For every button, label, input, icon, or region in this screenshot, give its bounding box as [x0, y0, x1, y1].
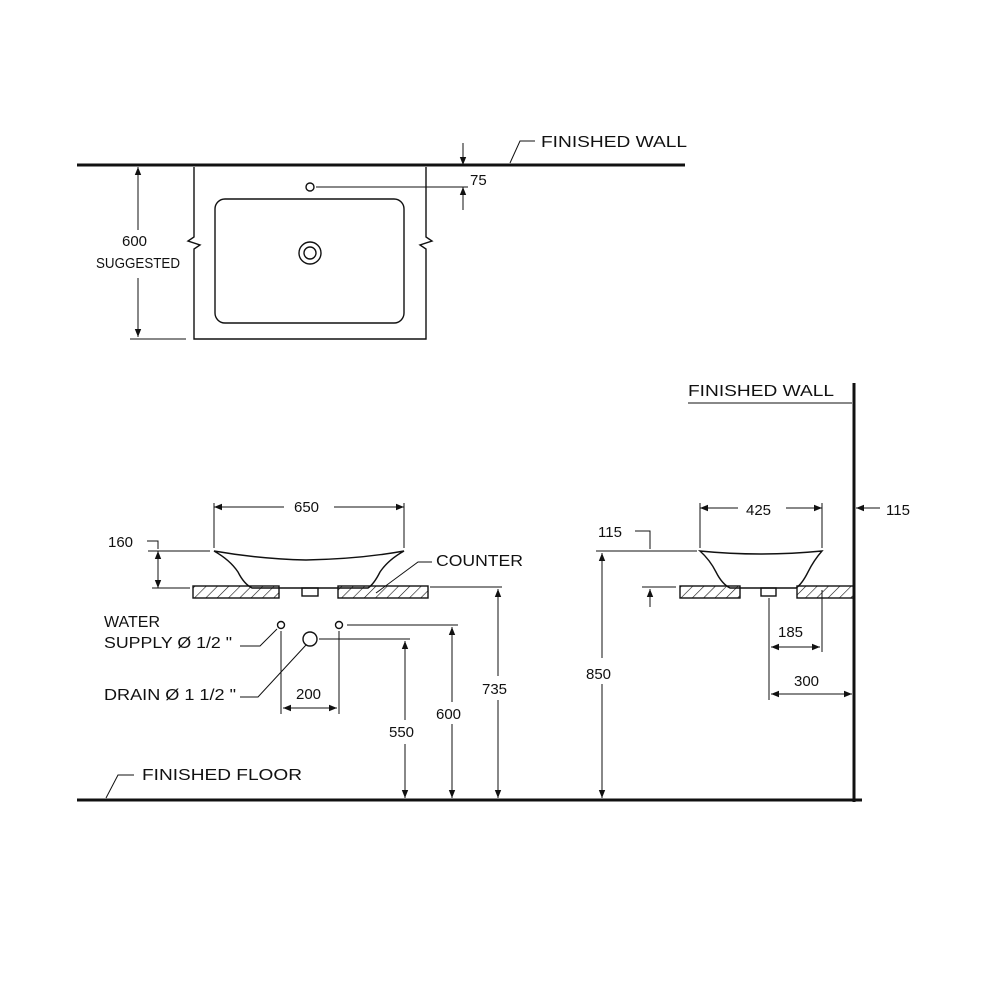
side-rim-height-value: 115 — [598, 524, 622, 541]
front-drain-height-value: 550 — [389, 724, 414, 741]
side-basin-profile — [697, 550, 824, 589]
plan-depth-value: 600 — [122, 233, 147, 250]
plan-view: FINISHED WALL 75 600 SUGGESTED — [77, 134, 687, 340]
plan-tap-hole — [305, 182, 315, 192]
front-supply-spacing-value: 200 — [296, 686, 321, 703]
front-water-supply-label-line2: SUPPLY Ø 1/2 " — [104, 635, 232, 652]
front-drain-label: DRAIN Ø 1 1/2 " — [104, 687, 236, 704]
front-drain-hole — [302, 631, 318, 647]
front-drain-outlet — [301, 587, 319, 597]
side-counter-right — [796, 585, 855, 599]
side-wall-gap-value: 115 — [886, 502, 910, 519]
front-supply-hole-right — [334, 620, 344, 630]
front-basin-profile — [213, 550, 405, 589]
front-water-supply-label-line1: WATER — [104, 614, 160, 631]
plan-drain — [298, 241, 322, 265]
front-water-supply-leader — [240, 628, 278, 647]
plan-drain-inner — [303, 246, 317, 260]
side-depth-value: 425 — [746, 502, 771, 519]
side-drain-to-wall-value: 185 — [778, 624, 803, 641]
plan-finished-wall-label: FINISHED WALL — [541, 134, 687, 151]
front-drain-leader — [240, 644, 307, 698]
front-width-value: 650 — [294, 499, 319, 516]
side-finished-wall-label: FINISHED WALL — [688, 383, 834, 400]
side-rim-leader — [635, 530, 651, 549]
front-finished-floor-label: FINISHED FLOOR — [142, 767, 302, 784]
plan-tap-offset-value: 75 — [470, 172, 487, 189]
front-rim-leader — [147, 540, 159, 549]
front-counter-leader — [375, 561, 432, 594]
side-height-value: 850 — [586, 666, 611, 683]
front-counter-right — [337, 585, 429, 599]
side-elevation: FINISHED WALL 425 115 115 850 185 — [586, 383, 910, 802]
side-counter-left — [679, 585, 741, 599]
front-supply-height-value: 600 — [436, 706, 461, 723]
front-floor-leader — [105, 774, 134, 799]
front-elevation: FINISHED FLOOR 650 160 COUNTER WATER SUP… — [77, 499, 862, 802]
front-counter-left — [192, 585, 280, 599]
plan-wall-leader — [509, 140, 535, 164]
front-counter-height-value: 735 — [482, 681, 507, 698]
plan-counter-outline — [186, 167, 434, 340]
front-supply-hole-left — [276, 620, 286, 630]
plan-depth-note: SUGGESTED — [96, 255, 180, 272]
plan-basin — [214, 198, 405, 324]
side-drain-outlet — [760, 587, 777, 597]
side-drain-centre-to-wall-value: 300 — [794, 673, 819, 690]
front-counter-label: COUNTER — [436, 553, 523, 570]
front-rim-height-value: 160 — [108, 534, 133, 551]
